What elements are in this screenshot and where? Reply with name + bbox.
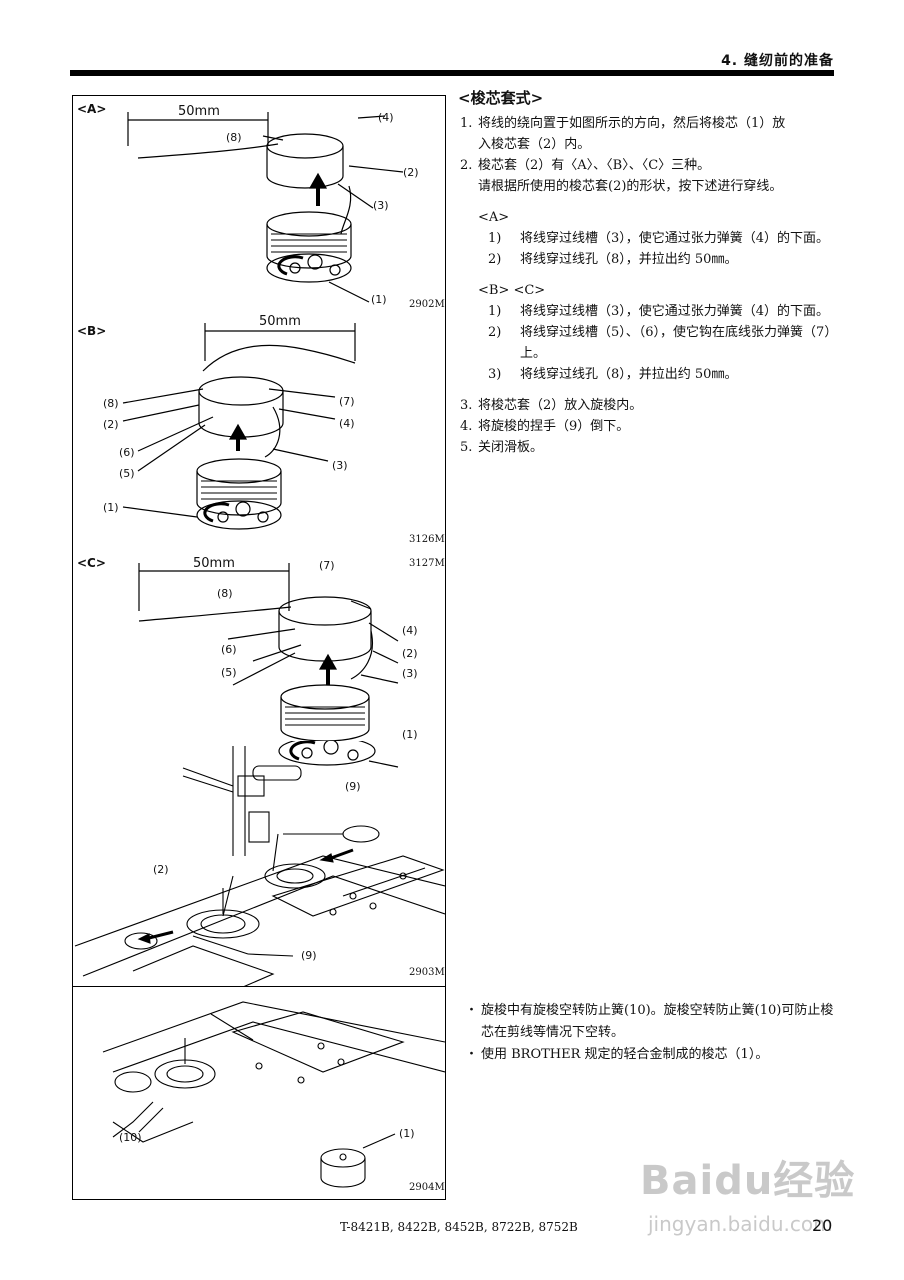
figure-a-label: <A> [77,102,107,116]
figure-separator [73,986,445,987]
figure-a-callout-4: (4) [378,111,394,124]
figure-d-illustration [74,746,445,986]
figure-b-dimension: 50mm [259,314,301,329]
sub-text: 将线穿过线孔（8），并拉出约 50㎜。 [520,252,738,267]
note-bullet: ・ [465,1047,479,1062]
step-text: 将线的绕向置于如图所示的方向，然后将梭芯（1）放 [478,116,786,131]
sub-number: 2) [488,252,502,267]
sub-number: 1) [488,231,502,246]
figure-c-callout-6: (6) [221,643,237,656]
note-1: ・旋梭中有旋梭空转防止簧(10)。旋梭空转防止簧(10)可防止梭芯在剪线等情况下… [465,1000,840,1044]
figure-c-code: 3127M [409,558,445,569]
sub-text: 将线穿过线槽（3），使它通过张力弹簧（4）的下面。 [520,231,830,246]
figure-c-illustration [138,563,399,741]
note-2: ・使用 BROTHER 规定的轻合金制成的梭芯（1）。 [465,1044,840,1066]
group-a-item-2: 2) 将线穿过线孔（8），并拉出约 50㎜。 [488,249,840,270]
figure-b-callout-7: (7) [339,395,355,408]
footer-models: T-8421B, 8422B, 8452B, 8722B, 8752B [340,1220,578,1234]
figure-d-code: 2903M [409,967,445,978]
step-number: 2. [460,158,473,173]
step-number: 3. [460,398,473,413]
step-number: 5. [460,440,473,455]
group-bc-item-2: 2) 将线穿过线槽（5）、（6），使它钩在底线张力弹簧（7）上。 [488,322,840,364]
figure-c-callout-5: (5) [221,666,237,679]
figure-c-callout-2: (2) [402,647,418,660]
step-4: 4. 将旋梭的捏手（9）倒下。 [460,416,840,437]
watermark-url: jingyan.baidu.com [648,1212,833,1236]
figure-b-callout-5: (5) [119,467,135,480]
figure-e-callout-1: (1) [399,1127,415,1140]
figure-e-code: 2904M [409,1182,445,1193]
page-number: 20 [812,1216,833,1235]
sub-number: 3) [488,367,502,382]
step-2: 2. 梭芯套（2）有〈A〉、〈B〉、〈C〉三种。 请根据所使用的梭芯套(2)的形状… [460,155,840,197]
figure-b-code: 3126M [409,534,445,545]
figure-c-callout-7: (7) [319,559,335,572]
step-text-cont: 入梭芯套（2）内。 [478,137,591,152]
step-text: 关闭滑板。 [478,440,544,455]
group-bc-item-1: 1) 将线穿过线槽（3），使它通过张力弹簧（4）的下面。 [488,301,840,322]
group-a-head: <A> [478,210,510,225]
sub-number: 1) [488,304,502,319]
figure-c-callout-1: (1) [402,728,418,741]
watermark-logo: Baidu经验 [640,1158,856,1204]
group-bc-head: <B> <C> [478,283,546,298]
figure-a-callout-8: (8) [226,131,242,144]
figure-d-callout-2: (2) [153,863,169,876]
figure-panel: <A> 50mm [72,95,446,1200]
figure-b-callout-3: (3) [332,459,348,472]
figure-a-callout-3: (3) [373,199,389,212]
figure-e-callout-10: (10) [119,1131,142,1144]
step-1: 1. 将线的绕向置于如图所示的方向，然后将梭芯（1）放 入梭芯套（2）内。 [460,113,840,155]
sub-text: 将线穿过线孔（8），并拉出约 50㎜。 [520,367,738,382]
figure-c-callout-3: (3) [402,667,418,680]
figure-c-label: <C> [77,556,106,570]
step-5: 5. 关闭滑板。 [460,437,840,458]
group-bc-item-3: 3) 将线穿过线孔（8），并拉出约 50㎜。 [488,364,840,385]
instruction-text: <梭芯套式> 1. 将线的绕向置于如图所示的方向，然后将梭芯（1）放 入梭芯套（2… [458,88,840,458]
figure-a-code: 2902M [409,299,445,310]
figure-c-bobbin [278,741,399,768]
figure-e-illustration [102,1001,445,1188]
figure-a-callout-1: (1) [371,293,387,306]
step-text: 将旋梭的捏手（9）倒下。 [478,419,630,434]
step-text-cont: 请根据所使用的梭芯套(2)的形状，按下述进行穿线。 [478,179,783,194]
header-title: 4. 缝纫前的准备 [721,53,834,69]
figure-b-callout-1: (1) [103,501,119,514]
figure-b-illustration [122,323,356,530]
figure-b-label: <B> [77,324,107,338]
figure-c-dimension: 50mm [193,556,235,571]
note-text: 使用 BROTHER 规定的轻合金制成的梭芯（1）。 [481,1047,769,1062]
section-title: <梭芯套式> [458,89,544,107]
figure-b-callout-6: (6) [119,446,135,459]
watermark: Baidu经验 jingyan.baidu.com [640,1140,860,1250]
note-text: 旋梭中有旋梭空转防止簧(10)。旋梭空转防止簧(10)可防止梭芯在剪线等情况下空… [481,1003,834,1040]
sub-text: 将线穿过线槽（5）、（6），使它钩在底线张力弹簧（7）上。 [520,325,838,361]
figure-a-dimension: 50mm [178,104,220,119]
figure-d-callout-9-bottom: (9) [301,949,317,962]
figure-c-callout-8: (8) [217,587,233,600]
header-rule [70,70,834,76]
step-number: 1. [460,116,473,131]
figure-a-callout-2: (2) [403,166,419,179]
figure-b-callout-8: (8) [103,397,119,410]
figure-b-callout-2: (2) [103,418,119,431]
figure-b-callout-4: (4) [339,417,355,430]
sub-text: 将线穿过线槽（3），使它通过张力弹簧（4）的下面。 [520,304,830,319]
sub-number: 2) [488,325,502,340]
figure-c-callout-4: (4) [402,624,418,637]
step-number: 4. [460,419,473,434]
notes: ・旋梭中有旋梭空转防止簧(10)。旋梭空转防止簧(10)可防止梭芯在剪线等情况下… [465,1000,840,1066]
figure-d-callout-9-top: (9) [345,780,361,793]
note-bullet: ・ [465,1003,479,1018]
step-text: 梭芯套（2）有〈A〉、〈B〉、〈C〉三种。 [478,158,711,173]
step-3: 3. 将梭芯套（2）放入旋梭内。 [460,395,840,416]
group-a-item-1: 1) 将线穿过线槽（3），使它通过张力弹簧（4）的下面。 [488,228,840,249]
step-text: 将梭芯套（2）放入旋梭内。 [478,398,643,413]
figure-a-illustration [127,112,404,303]
